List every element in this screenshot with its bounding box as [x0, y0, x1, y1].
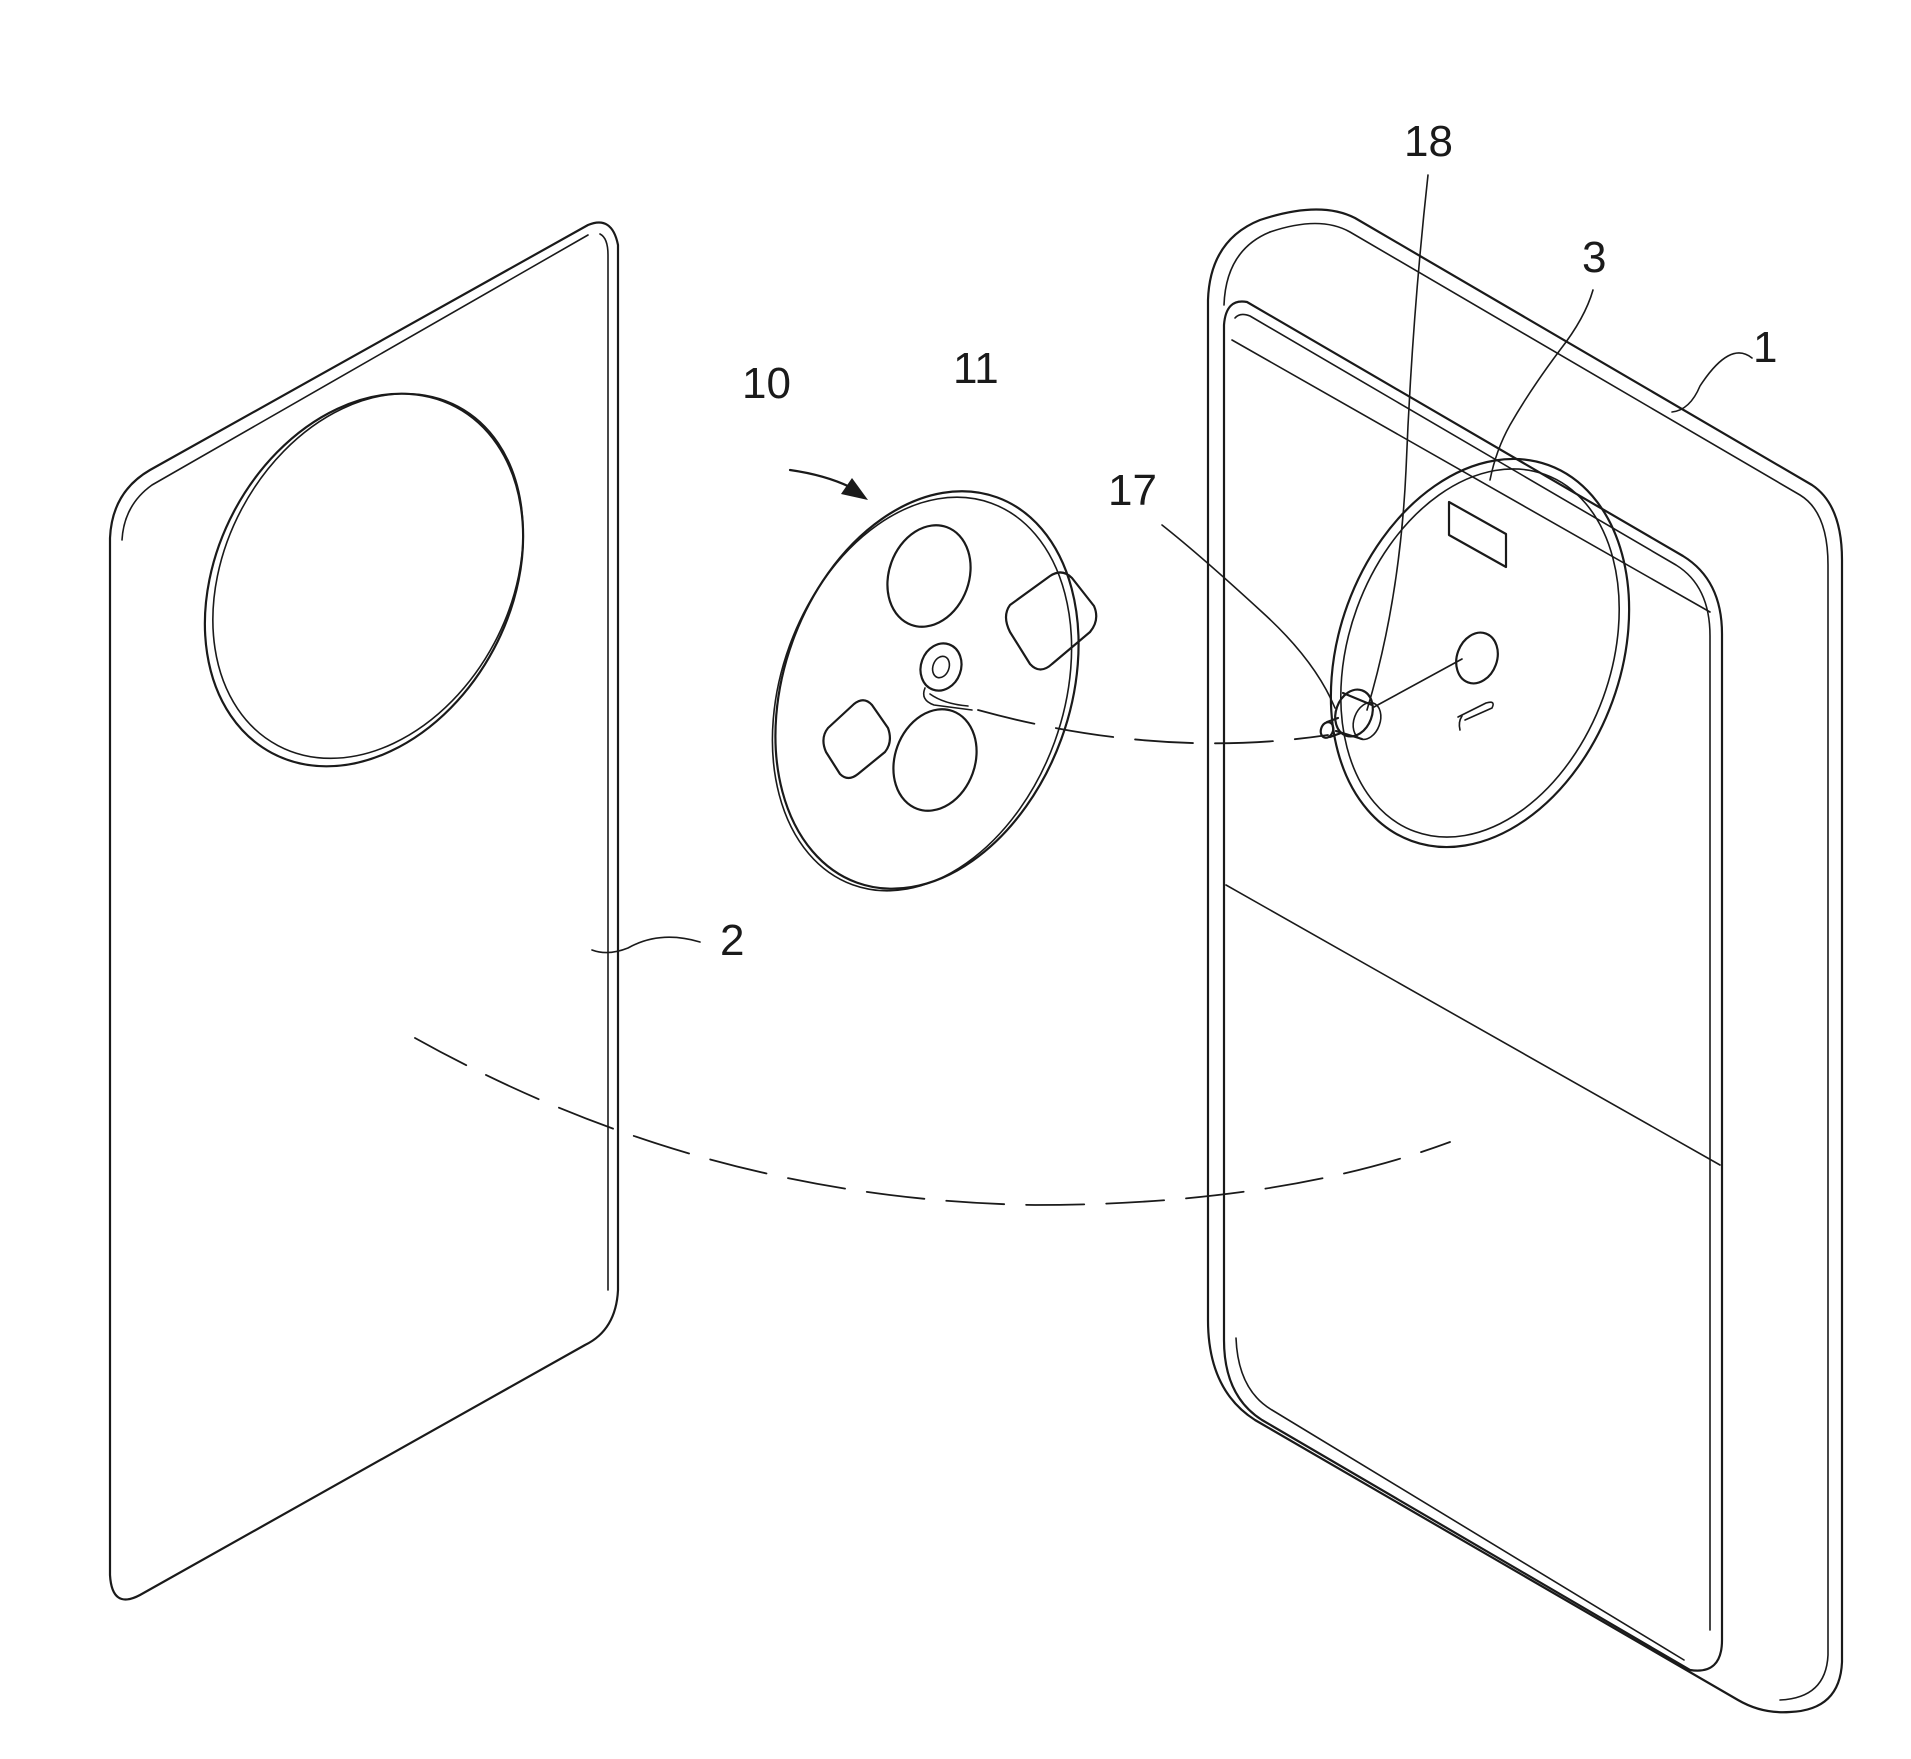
label-collar: 18 [1404, 117, 1453, 166]
body-camera-ring [1329, 457, 1631, 849]
module-arrow [788, 468, 868, 500]
cover-assembly-path [414, 1037, 1451, 1206]
leader-lines [591, 174, 1753, 954]
module-lens-upper [886, 524, 972, 628]
pin [1319, 716, 1343, 739]
body-center-hole [1455, 631, 1499, 685]
device-body [1206, 208, 1844, 1714]
label-pin: 17 [1108, 466, 1157, 515]
label-module-disc: 11 [953, 344, 999, 393]
mid-divider-line [1225, 884, 1721, 1166]
module-center-boss [919, 642, 963, 692]
label-module: 10 [742, 359, 791, 408]
label-device-body: 1 [1753, 323, 1777, 372]
body-sensor-window [1447, 500, 1508, 569]
module-disc [771, 490, 1098, 892]
module-assembly-path [977, 709, 1329, 745]
label-body-sensor: 3 [1582, 233, 1606, 282]
module-sensor-right [1004, 571, 1098, 671]
top-band-line [1231, 339, 1711, 613]
module-sensor-left [822, 699, 892, 780]
back-cover-camera-window [203, 392, 525, 768]
reference-labels: 1 2 3 10 11 17 18 [720, 117, 1777, 965]
module-lens-lower [892, 708, 978, 812]
label-back-cover: 2 [720, 916, 744, 965]
back-cover [108, 221, 620, 1601]
